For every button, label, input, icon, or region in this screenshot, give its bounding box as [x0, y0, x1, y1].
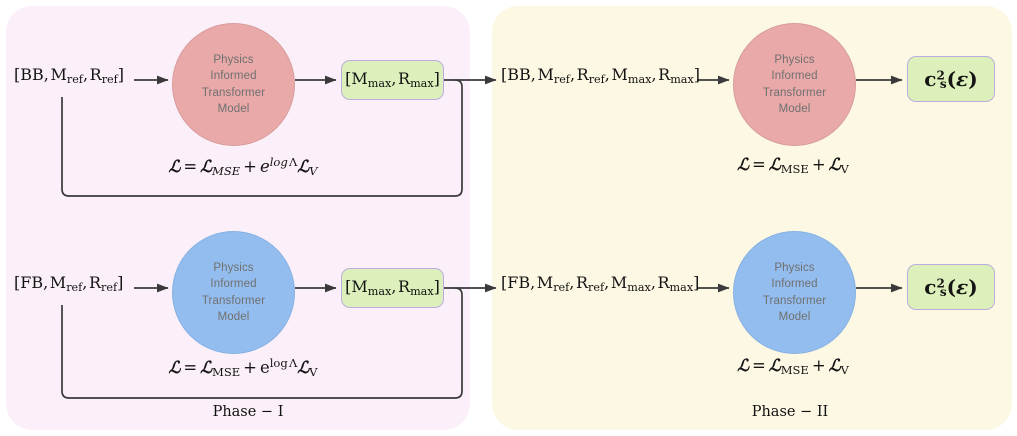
plus: + — [243, 156, 257, 176]
model-node-phase1-bb[interactable]: Physics Informed Transformer Model — [172, 23, 295, 146]
output-label-sound-speed: c2s(ε) — [924, 66, 978, 92]
script-l: ℒ — [200, 156, 213, 176]
exp-arg: log Λ — [269, 155, 298, 169]
output-label-sound-speed: c2s(ε) — [924, 274, 978, 300]
sub-v: V — [840, 162, 849, 177]
input-tuple-phase2-fb: [FB, Mref, Rref, Mmax, Rmax] — [501, 273, 700, 295]
output-box-phase1-bb[interactable]: [Mmax, Rmax] — [341, 60, 444, 100]
model-label-line-3: Transformer — [762, 294, 827, 307]
bracket-open-icon: [ — [501, 273, 508, 292]
output-label-mmax-rmax: [Mmax, Rmax] — [345, 277, 440, 299]
loss-equation-phase2-fb: ℒ=ℒMSE+ℒV — [737, 356, 849, 378]
script-l: ℒ — [168, 156, 181, 176]
model-label-line-1: Physics — [213, 261, 254, 274]
sub-v: V — [309, 163, 318, 178]
bracket-close-icon: ] — [693, 273, 700, 292]
model-label-line-2: Informed — [210, 278, 257, 290]
token-fb: FB — [507, 273, 531, 292]
model-label-line-4: Model — [778, 311, 811, 323]
input-tuple-phase2-bb: [BB, Mref, Rref, Mmax, Rmax] — [501, 65, 701, 87]
feedback-loop-p1fb — [61, 287, 463, 399]
comma: , — [43, 65, 49, 84]
sub-mse: MSE — [780, 162, 809, 177]
bracket-open-icon: [ — [14, 273, 21, 292]
model-label-line-4: Model — [778, 103, 811, 115]
output-box-phase1-fb[interactable]: [Mmax, Rmax] — [341, 268, 444, 308]
loss-equation-phase1-bb: ℒ=ℒMSE+elog ΛℒV — [118, 155, 368, 178]
phase-2-caption: Phase − II — [751, 404, 829, 420]
feedback-loop-p1bb — [61, 79, 463, 197]
model-label-line-2: Informed — [771, 70, 818, 82]
comma: , — [82, 65, 89, 84]
sub-mse: MSE — [780, 363, 809, 378]
output-label-mmax-rmax: [Mmax, Rmax] — [345, 69, 440, 91]
exp-arg: log Λ — [269, 356, 298, 370]
token-m: M — [50, 65, 67, 84]
token-bb: BB — [20, 65, 44, 84]
loss-equation-phase1-fb: ℒ=ℒMSE+elog ΛℒV — [168, 356, 318, 379]
phase-1-caption: Phase − I — [212, 404, 284, 420]
model-label-line-1: Physics — [213, 53, 254, 66]
sub-mse: MSE — [212, 163, 241, 178]
model-label-line-2: Informed — [210, 70, 257, 82]
exp-base: e — [259, 156, 270, 176]
bracket-close-icon: ] — [693, 65, 701, 84]
model-label-line-3: Transformer — [201, 294, 266, 307]
model-label-line-3: Transformer — [762, 86, 827, 99]
model-label-line-3: Transformer — [201, 86, 266, 99]
output-box-phase2-fb[interactable]: c2s(ε) — [907, 264, 995, 310]
loss-equation-phase2-bb: ℒ=ℒMSE+ℒV — [737, 155, 849, 177]
bracket-open-icon: [ — [14, 65, 21, 84]
input-tuple-phase1-bb: [BB, Mref, Rref] — [14, 65, 124, 86]
model-label-line-4: Model — [217, 103, 250, 115]
token-r: R — [89, 65, 102, 84]
script-l: ℒ — [297, 156, 310, 176]
sub-ref: ref — [66, 73, 83, 87]
sub-mse: MSE — [212, 364, 241, 379]
bracket-close-icon: ] — [117, 273, 124, 292]
model-label-line-1: Physics — [774, 261, 815, 274]
input-tuple-phase1-fb: [FB, Mref, Rref] — [14, 273, 124, 295]
equals: = — [183, 156, 198, 176]
model-node-phase2-bb[interactable]: Physics Informed Transformer Model — [733, 23, 856, 146]
sub-v: V — [840, 363, 849, 378]
token-fb: FB — [20, 273, 44, 292]
model-label-line-1: Physics — [774, 53, 815, 66]
model-label-line-4: Model — [217, 311, 250, 323]
model-node-phase1-fb[interactable]: Physics Informed Transformer Model — [172, 231, 295, 354]
bracket-close-icon: ] — [117, 65, 125, 84]
exp-base: e — [259, 357, 270, 377]
sub-v: V — [309, 364, 318, 379]
output-box-phase2-bb[interactable]: c2s(ε) — [907, 56, 995, 102]
token-bb: BB — [507, 65, 531, 84]
bracket-open-icon: [ — [501, 65, 508, 84]
model-node-phase2-fb[interactable]: Physics Informed Transformer Model — [733, 231, 856, 354]
sub-ref: ref — [101, 73, 118, 87]
model-label-line-2: Informed — [771, 278, 818, 290]
